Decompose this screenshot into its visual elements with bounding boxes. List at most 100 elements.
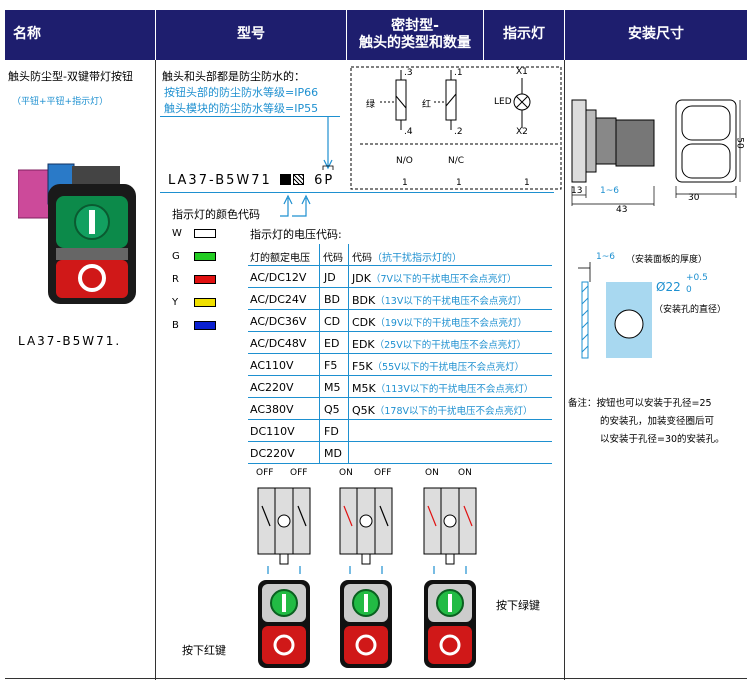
green-key-mark xyxy=(364,594,368,612)
header-install: 安装尺寸 xyxy=(565,10,747,60)
anti-code-note: （19V以下的干扰电压不会点亮灯） xyxy=(375,318,527,329)
anti-interference-code: BDK（13V以下的干扰电压不会点亮灯） xyxy=(352,293,527,307)
color-swatch xyxy=(194,321,216,330)
contact-left xyxy=(261,505,271,527)
stem xyxy=(445,553,455,565)
voltage-code: FD xyxy=(324,425,339,438)
red-key-mark xyxy=(273,634,295,656)
press-red-label: 按下红键 xyxy=(182,644,226,657)
state-2-right: OFF xyxy=(374,468,392,478)
lamp-icon xyxy=(277,514,291,528)
color-swatch xyxy=(194,275,216,284)
anti-code: BDK xyxy=(352,294,376,307)
rated-voltage: DC110V xyxy=(250,425,295,438)
color-swatch xyxy=(194,252,216,261)
col-code: 代码 xyxy=(323,253,343,264)
lamp-icon xyxy=(443,514,457,528)
anti-code: JDK xyxy=(352,272,371,285)
color-code: G xyxy=(172,251,180,262)
contact-left xyxy=(427,505,437,527)
state-1-right: OFF xyxy=(290,468,308,478)
color-code: R xyxy=(172,274,179,285)
state-3-right: ON xyxy=(458,468,472,478)
note-line3: 以安装于孔径=30的安装孔。 xyxy=(600,434,725,445)
note-line1: 备注：按钮也可以安装于孔径=25 xyxy=(568,398,712,409)
color-code: Y xyxy=(172,297,179,308)
anti-interference-code: JDK（7V以下的干扰电压不会点亮灯） xyxy=(352,271,516,285)
nc-terminal-top: .1 xyxy=(454,68,463,78)
col-rated-voltage: 灯的额定电压 xyxy=(250,253,310,264)
red-key xyxy=(428,626,472,664)
voltage-code-label: 指示灯的电压代码: xyxy=(250,228,342,241)
dim-30: 30 xyxy=(688,193,700,203)
bottom-rule xyxy=(5,678,747,679)
hole-note: （安装孔的直径） xyxy=(654,305,727,315)
dimension-drawing xyxy=(571,99,741,206)
stem xyxy=(279,553,289,565)
color-row-y: Y xyxy=(172,297,216,308)
dim-13: 13 xyxy=(571,186,583,196)
anti-code: M5K xyxy=(352,382,376,395)
anti-code-note: （113V以下的干扰电压不会点亮灯） xyxy=(375,384,534,395)
voltage-code: M5 xyxy=(324,381,341,394)
protection-intro: 触头和头部都是防尘防水的： xyxy=(162,70,305,83)
rated-voltage: AC/DC36V xyxy=(250,315,307,328)
anti-code: CDK xyxy=(352,316,376,329)
contact-left xyxy=(343,505,353,527)
voltage-code: MD xyxy=(324,447,342,460)
anti-interference-code: Q5K（178V以下的干扰电压不会点亮灯） xyxy=(352,403,533,417)
nc-name: N/C xyxy=(448,156,465,166)
contact-right xyxy=(463,505,473,527)
voltage-code: JD xyxy=(324,271,336,284)
anti-interference-code: M5K（113V以下的干扰电压不会点亮灯） xyxy=(352,381,533,395)
voltage-table-header: 灯的额定电压 代码 代码（抗干扰指示灯的） xyxy=(248,244,552,266)
hole-tolerance-upper: +0.5 xyxy=(686,273,708,283)
dim-50: 50 xyxy=(734,137,745,149)
panel-thickness-note: （安装面板的厚度） xyxy=(626,255,708,265)
col-anti-code-note: （抗干扰指示灯的） xyxy=(372,253,462,264)
col-anti-code: 代码（抗干扰指示灯的） xyxy=(352,249,462,264)
lamp-icon xyxy=(359,514,373,528)
no-terminal-bottom: .4 xyxy=(404,127,413,137)
hole-diameter: Ø22 xyxy=(656,280,681,294)
count-no: 1 xyxy=(402,178,408,188)
voltage-code: CD xyxy=(324,315,341,328)
header-sealed-line1: 密封型- xyxy=(391,17,439,34)
color-code: W xyxy=(172,228,182,239)
note-line2: 的安装孔，加装变径圈后可 xyxy=(600,416,715,427)
rated-voltage: AC220V xyxy=(250,381,294,394)
col-anti-code-label: 代码 xyxy=(352,253,372,264)
red-key-mark xyxy=(355,634,377,656)
header-name: 名称 xyxy=(5,10,155,60)
color-swatch xyxy=(194,298,216,307)
anti-interference-code: EDK（25V以下的干扰电压不会点亮灯） xyxy=(352,337,526,351)
anti-code-note: （13V以下的干扰电压不会点亮灯） xyxy=(375,296,527,307)
header-model: 型号 xyxy=(156,10,346,60)
arrows-diagram xyxy=(280,116,334,217)
state-3-left: ON xyxy=(425,468,439,478)
color-code: B xyxy=(172,320,179,331)
column-divider xyxy=(155,60,156,680)
red-key-mark xyxy=(439,634,461,656)
state-2-left: ON xyxy=(339,468,353,478)
rated-voltage: AC/DC48V xyxy=(250,337,307,350)
voltage-table-row: AC220V M5 M5K（113V以下的干扰电压不会点亮灯） xyxy=(248,376,552,398)
anti-code: F5K xyxy=(352,360,373,373)
model-code-rule xyxy=(160,192,554,193)
color-row-b: B xyxy=(172,320,216,331)
rated-voltage: AC/DC12V xyxy=(250,271,307,284)
voltage-code: Q5 xyxy=(324,403,340,416)
state-1-left: OFF xyxy=(256,468,274,478)
voltage-code: F5 xyxy=(324,359,338,372)
anti-interference-code: F5K（55V以下的干扰电压不会点亮灯） xyxy=(352,359,524,373)
model-code-prefix: LA37-B5W71 xyxy=(168,173,272,188)
led-label: LED xyxy=(494,97,512,107)
contact-diagram xyxy=(350,66,562,190)
led-terminal-x2: X2 xyxy=(516,127,528,137)
model-code-suffix: 6P xyxy=(314,173,335,188)
anti-code-note: （25V以下的干扰电压不会点亮灯） xyxy=(374,340,527,351)
dim-1-6: 1~6 xyxy=(600,186,619,196)
